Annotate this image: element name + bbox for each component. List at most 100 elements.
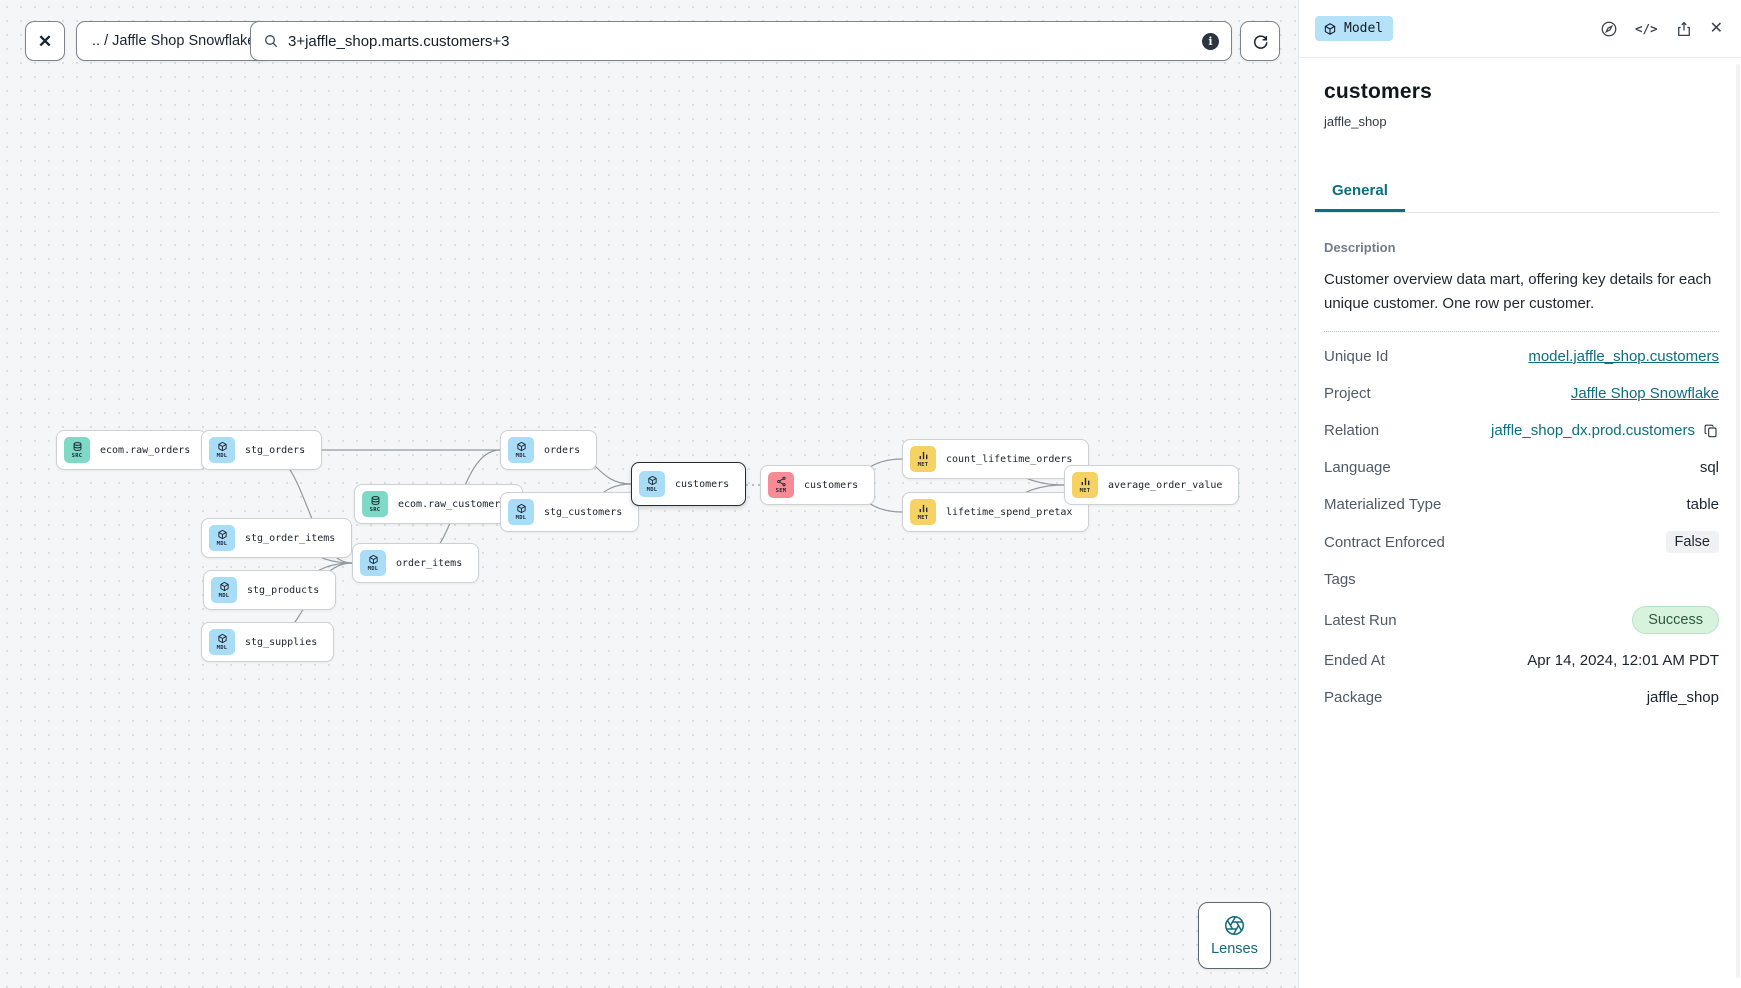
node-label: stg_order_items	[245, 532, 336, 544]
search-icon	[265, 35, 278, 48]
field-value-relation: jaffle_shop_dx.prod.customers	[1490, 422, 1695, 439]
package-subtitle: jaffle_shop	[1324, 114, 1387, 129]
node-kind-label: MET	[1079, 488, 1091, 494]
breadcrumb[interactable]: .. / Jaffle Shop Snowflake	[76, 21, 272, 61]
node-kind-label: MET	[917, 462, 929, 468]
source-type-icon: SRC	[64, 437, 90, 463]
cube-icon	[217, 529, 227, 540]
node-kind-label: MDL	[218, 593, 230, 599]
panel-body: customers jaffle_shop General Descriptio…	[1299, 58, 1741, 716]
model-type-icon: MDL	[508, 499, 534, 525]
model-type-icon: MDL	[209, 629, 235, 655]
field-row-project: Project Jaffle Shop Snowflake	[1324, 375, 1719, 412]
cube-icon	[217, 633, 227, 644]
node-kind-label: MDL	[367, 566, 379, 572]
field-label: Package	[1324, 689, 1383, 706]
metric-type-icon: MET	[910, 446, 936, 472]
lineage-node-stg-products[interactable]: MDL stg_products	[203, 570, 337, 610]
close-lineage-button[interactable]: ✕	[25, 21, 65, 61]
field-value-package: jaffle_shop	[1646, 689, 1719, 706]
lineage-toolbar: ✕ .. / Jaffle Shop Snowflake i	[0, 0, 1298, 80]
node-label: orders	[544, 444, 581, 456]
resource-type-label: Model	[1344, 21, 1384, 36]
lineage-node-count-lifetime-orders[interactable]: MET count_lifetime_orders	[902, 439, 1090, 479]
code-icon: </>	[1635, 21, 1658, 36]
metric-chart-icon	[919, 504, 927, 513]
divider	[1324, 331, 1719, 332]
lineage-node-stg-supplies[interactable]: MDL stg_supplies	[201, 622, 335, 662]
refresh-button[interactable]	[1240, 21, 1280, 61]
field-value-project[interactable]: Jaffle Shop Snowflake	[1570, 385, 1719, 402]
node-label: order_items	[396, 557, 463, 569]
copy-icon	[1704, 424, 1717, 437]
node-kind-label: MDL	[216, 645, 228, 651]
node-label: count_lifetime_orders	[946, 453, 1073, 465]
search-input[interactable]	[288, 32, 1193, 50]
share-button[interactable]	[1675, 20, 1693, 38]
cube-icon	[516, 441, 526, 452]
node-kind-label: MDL	[216, 453, 228, 459]
model-type-icon: MDL	[639, 471, 665, 497]
field-label: Latest Run	[1324, 611, 1397, 629]
cube-icon	[647, 475, 657, 486]
field-label: Ended At	[1324, 652, 1385, 669]
panel-tabs: General	[1315, 173, 1719, 213]
field-value-wrap: jaffle_shop_dx.prod.customers	[1491, 422, 1719, 439]
node-label: stg_products	[247, 584, 320, 596]
field-value-language: sql	[1699, 459, 1719, 476]
copy-button[interactable]	[1703, 423, 1719, 439]
model-type-icon: MDL	[360, 550, 386, 576]
field-label: Project	[1324, 385, 1371, 402]
lineage-node-average-order-value[interactable]: MET average_order_value	[1064, 465, 1240, 505]
cube-icon	[368, 554, 378, 565]
lineage-node-stg-order-items[interactable]: MDL stg_order_items	[201, 518, 353, 558]
node-kind-label: MDL	[515, 515, 527, 521]
explore-lineage-button[interactable]	[1600, 20, 1618, 38]
cube-icon	[516, 503, 526, 514]
lenses-button[interactable]: Lenses	[1198, 902, 1271, 969]
info-icon[interactable]: i	[1202, 32, 1219, 50]
node-kind-label: MDL	[216, 541, 228, 547]
view-code-button[interactable]: </>	[1635, 21, 1658, 36]
field-label: Tags	[1324, 571, 1356, 588]
node-kind-label: MET	[917, 515, 929, 521]
model-type-icon: MDL	[211, 577, 237, 603]
compass-icon	[1601, 21, 1617, 36]
close-icon: ✕	[1709, 19, 1723, 37]
node-label: stg_supplies	[245, 636, 318, 648]
lenses-label: Lenses	[1211, 940, 1258, 957]
refresh-icon	[1253, 34, 1268, 49]
resource-type-badge: Model	[1315, 16, 1394, 41]
node-kind-label: SEM	[775, 488, 787, 494]
page-title: customers	[1324, 80, 1433, 103]
panel-header: Model </>	[1299, 0, 1741, 58]
node-label: average_order_value	[1108, 479, 1223, 491]
model-type-icon: MDL	[508, 437, 534, 463]
lineage-node-order-items[interactable]: MDL order_items	[352, 543, 480, 583]
node-kind-label: SRC	[71, 453, 83, 459]
field-value-unique-id[interactable]: model.jaffle_shop.customers	[1528, 348, 1719, 365]
tab-general[interactable]: General	[1315, 173, 1405, 212]
close-panel-button[interactable]: ✕	[1709, 19, 1723, 37]
field-label: Unique Id	[1324, 348, 1389, 365]
details-panel: Model </>	[1298, 0, 1741, 988]
cube-icon	[217, 441, 227, 452]
field-label: Materialized Type	[1324, 496, 1442, 513]
field-row-unique-id: Unique Id model.jaffle_shop.customers	[1324, 338, 1719, 375]
search-box: i	[250, 21, 1232, 61]
lineage-node-orders[interactable]: MDL orders	[500, 430, 598, 470]
semantic-type-icon: SEM	[768, 472, 794, 498]
